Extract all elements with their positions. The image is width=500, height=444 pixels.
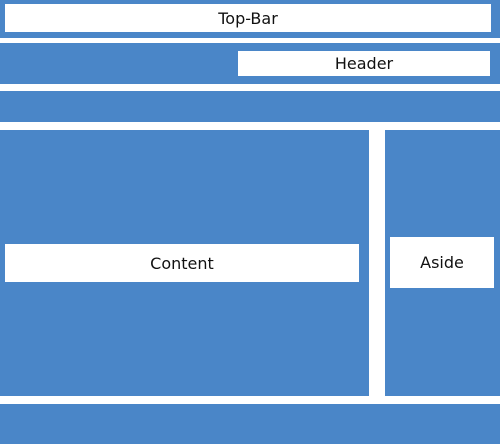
- aside-label: Aside: [390, 237, 494, 288]
- footer-block: [0, 404, 500, 444]
- nav-bar-block: [0, 91, 500, 122]
- top-bar-label: Top-Bar: [5, 4, 491, 32]
- content-label: Content: [5, 244, 359, 282]
- header-label: Header: [238, 51, 490, 76]
